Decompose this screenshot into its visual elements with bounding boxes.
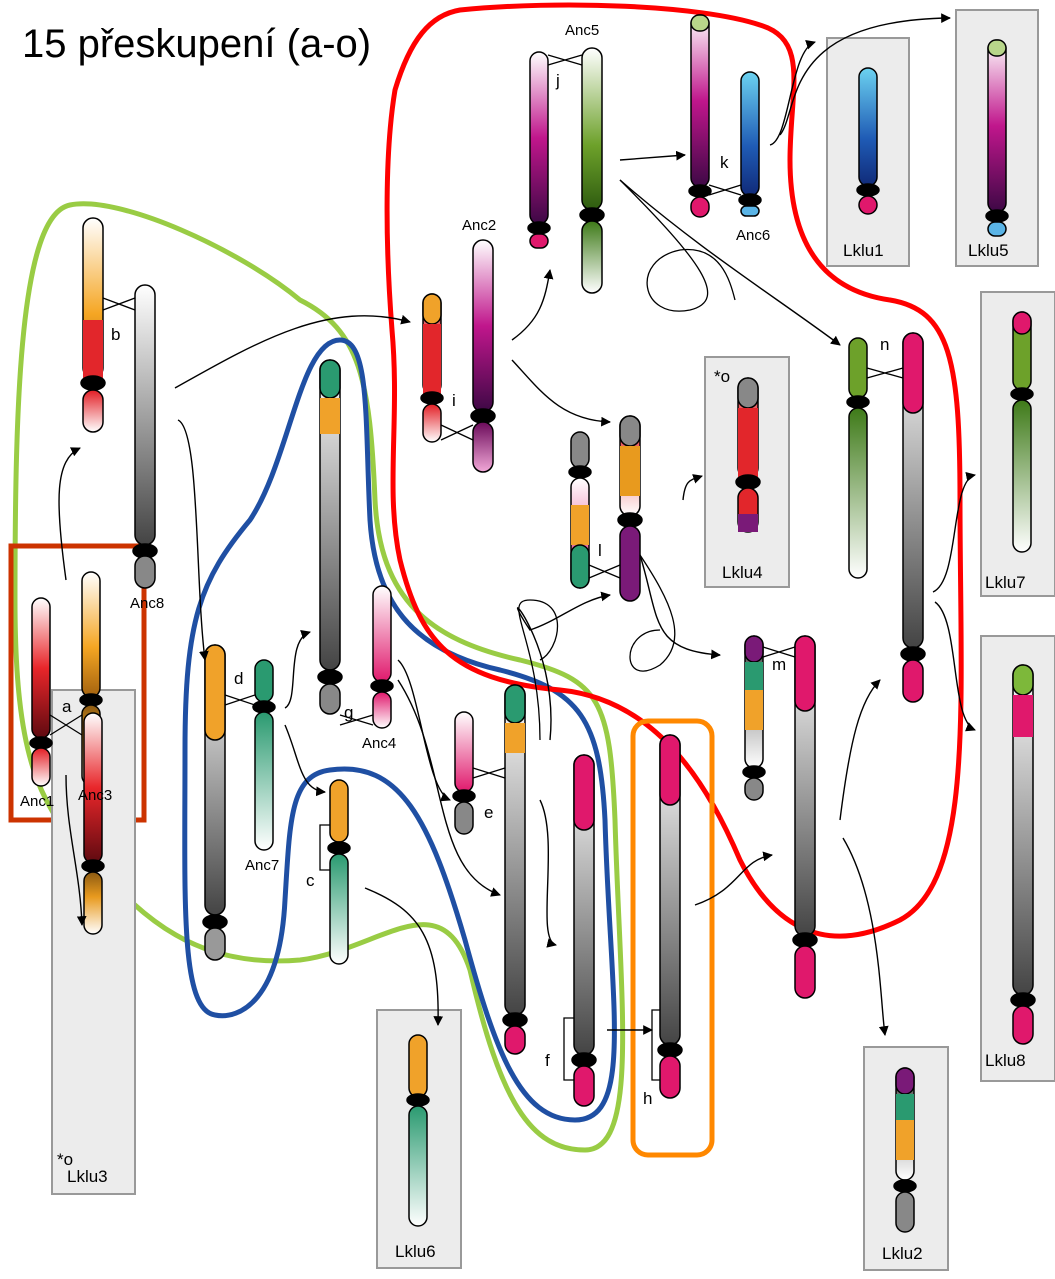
label-lklu4: Lklu4 xyxy=(722,563,763,582)
chromosome-b-left xyxy=(80,217,106,433)
chromosome-anc8 xyxy=(132,284,158,589)
label-anc1: Anc1 xyxy=(20,793,54,810)
chromosome-d-left xyxy=(202,644,228,961)
label-lklu2: Lklu2 xyxy=(882,1244,923,1263)
label-h: h xyxy=(643,1089,652,1108)
chromosome-e-left xyxy=(452,711,476,835)
label-anc7: Anc7 xyxy=(245,857,279,874)
chromosome-lklu2 xyxy=(893,1067,917,1233)
chromosome-i-left xyxy=(420,293,444,443)
label-anc8: Anc8 xyxy=(130,595,164,612)
label-j: j xyxy=(555,71,560,90)
chromosome-f xyxy=(571,754,597,1107)
region-blue-outline xyxy=(182,337,617,1123)
label-lklu6: Lklu6 xyxy=(395,1242,436,1261)
letter-labels: a b c d e f g h i j k l m n *o *o xyxy=(57,71,889,1169)
label-b: b xyxy=(111,325,120,344)
chromosome-lklu4 xyxy=(735,377,761,533)
chromosome-g xyxy=(317,359,343,715)
chromosome-anc4 xyxy=(370,585,394,729)
label-anc5: Anc5 xyxy=(565,22,599,39)
region-orange-box xyxy=(630,718,715,1158)
label-c: c xyxy=(306,871,315,890)
label-f: f xyxy=(545,1051,550,1070)
chromosome-e-right xyxy=(502,684,528,1055)
label-anc2: Anc2 xyxy=(462,217,496,234)
chromosome-k-left xyxy=(688,14,712,218)
brackets xyxy=(319,824,660,1081)
label-l: l xyxy=(598,541,602,560)
chromosome-l-left xyxy=(568,431,592,589)
chromosome-n-left xyxy=(846,337,870,579)
label-anc3: Anc3 xyxy=(78,787,112,804)
label-i: i xyxy=(452,391,456,410)
label-star-o-lklu3: *o xyxy=(57,1150,73,1169)
chromosome-lklu1 xyxy=(856,67,880,215)
label-d: d xyxy=(234,669,243,688)
chromosome-lklu7 xyxy=(1010,311,1034,553)
region-green-outline xyxy=(12,201,626,1153)
chromosome-m-right xyxy=(792,635,818,999)
chromosomes xyxy=(29,14,1036,1233)
chromosome-m-left xyxy=(742,635,766,801)
label-anc4: Anc4 xyxy=(362,735,396,752)
chromosome-anc5 xyxy=(579,47,605,294)
chromosome-j-left xyxy=(527,51,551,249)
chromosome-anc2 xyxy=(470,239,496,473)
chromosome-lklu6 xyxy=(406,1034,430,1227)
chromosome-lklu5 xyxy=(985,39,1009,237)
label-g: g xyxy=(344,703,353,722)
chromosome-anc7 xyxy=(252,659,276,851)
label-k: k xyxy=(720,153,729,172)
labels: Anc1 Anc3 Anc8 Anc7 Anc4 Anc2 Anc5 Anc6 xyxy=(20,22,770,874)
label-lklu7: Lklu7 xyxy=(985,573,1026,592)
page-title: 15 přeskupení (a-o) xyxy=(22,22,372,66)
chromosome-lklu3 xyxy=(81,712,105,935)
region-red-outline xyxy=(384,2,964,939)
label-e: e xyxy=(484,803,493,822)
chromosome-c xyxy=(327,779,351,965)
exchange-crosses xyxy=(49,54,904,779)
chromosome-lklu8 xyxy=(1010,664,1036,1045)
label-m: m xyxy=(772,655,786,674)
chromosome-anc6 xyxy=(738,71,762,217)
label-lklu8: Lklu8 xyxy=(985,1051,1026,1070)
label-lklu1: Lklu1 xyxy=(843,241,884,260)
label-a: a xyxy=(62,697,72,716)
label-lklu3: Lklu3 xyxy=(67,1167,108,1186)
label-n: n xyxy=(880,335,889,354)
chromosome-anc1 xyxy=(29,597,53,787)
lklu-labels: Lklu1 Lklu5 Lklu4 Lklu7 Lklu8 Lklu3 Lklu… xyxy=(67,241,1026,1263)
label-star-o-lklu4: *o xyxy=(714,367,730,386)
label-lklu5: Lklu5 xyxy=(968,241,1009,260)
chromosome-n-right xyxy=(900,332,926,703)
loop-markers xyxy=(518,179,736,741)
arrows xyxy=(58,13,976,1036)
label-anc6: Anc6 xyxy=(736,227,770,244)
chromosome-l-right xyxy=(617,415,643,602)
chromosome-h xyxy=(657,734,683,1099)
